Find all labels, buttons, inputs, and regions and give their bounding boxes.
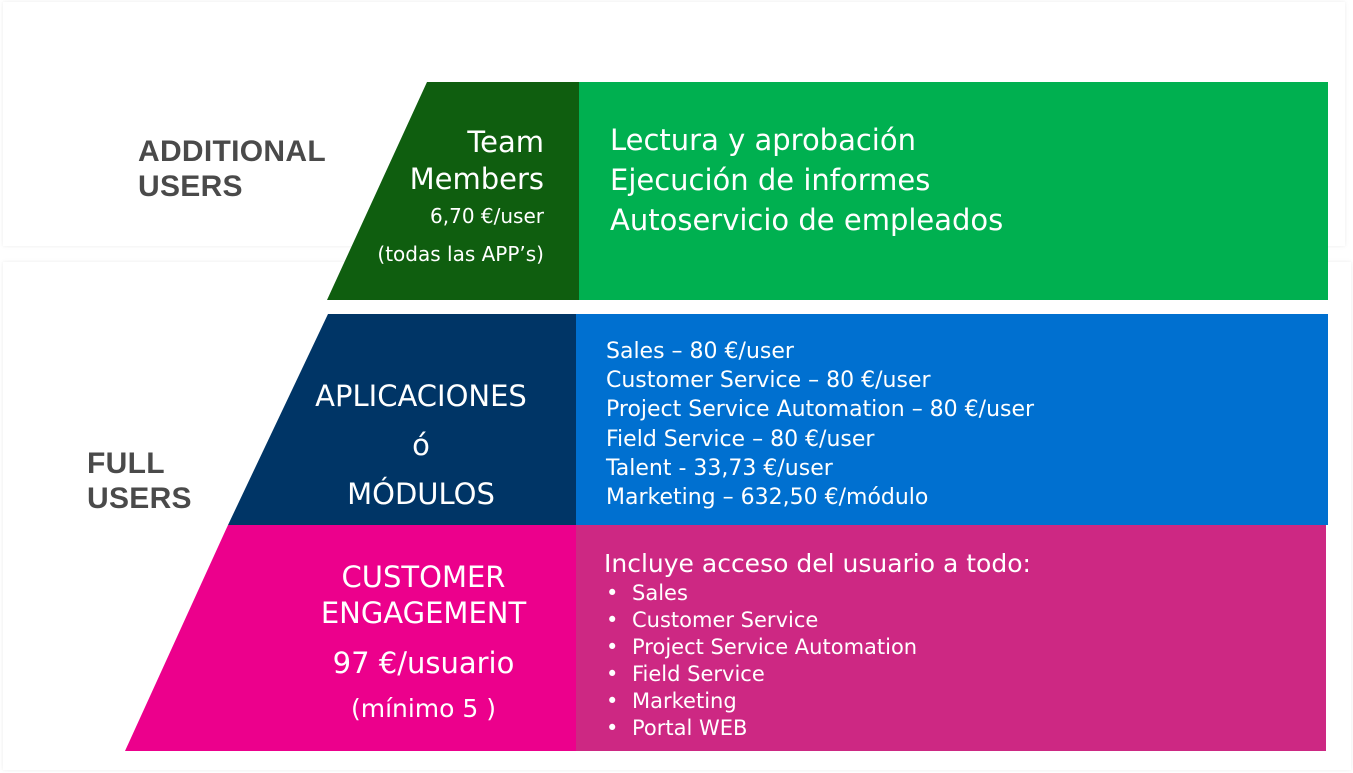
module-price-item: Sales – 80 €/user xyxy=(606,339,794,364)
apps-modules-trapezoid xyxy=(228,314,576,525)
apps-modules-title-line1: APLICACIONES xyxy=(315,379,527,413)
team-members-features: Lectura y aprobación Ejecución de inform… xyxy=(610,120,1003,240)
additional-users-label-line1: ADDITIONAL xyxy=(138,135,326,168)
team-members-title-line1: Team xyxy=(467,125,544,159)
feature-item: Autoservicio de empleados xyxy=(610,203,1004,237)
customer-engagement-intro: Incluye acceso del usuario a todo: xyxy=(604,549,1031,578)
customer-engagement-title: CUSTOMER ENGAGEMENT 97 €/usuario (mínimo… xyxy=(296,559,551,727)
included-app-label: Portal WEB xyxy=(632,716,748,740)
included-app-item: • Marketing xyxy=(604,688,1031,715)
module-price-item: Customer Service – 80 €/user xyxy=(606,368,931,394)
included-apps-list: • Sales • Customer Service • Project Servic… xyxy=(604,580,1031,742)
included-app-label: Marketing xyxy=(632,689,737,713)
bullet-icon: • xyxy=(606,581,619,605)
additional-users-label: ADDITIONAL USERS xyxy=(138,134,326,204)
bullet-icon: • xyxy=(606,689,619,713)
bullet-icon: • xyxy=(606,608,619,632)
included-app-item: • Customer Service xyxy=(604,607,1031,634)
team-members-note: (todas las APP’s) xyxy=(377,242,544,266)
team-members-trapezoid xyxy=(327,82,579,300)
included-app-label: Project Service Automation xyxy=(632,635,918,659)
apps-modules-list: Sales – 80 €/user Customer Service – 80 … xyxy=(606,337,1034,512)
full-users-label: FULL USERS xyxy=(87,446,192,516)
additional-users-label-line2: USERS xyxy=(138,170,243,203)
team-members-price: 6,70 €/user xyxy=(430,204,544,228)
bullet-icon: • xyxy=(606,716,619,740)
customer-engagement-note: (mínimo 5 ) xyxy=(350,694,497,723)
apps-modules-title-line3: MÓDULOS xyxy=(347,477,495,511)
apps-modules-title: APLICACIONES ó MÓDULOS xyxy=(296,372,546,519)
feature-item: Ejecución de informes xyxy=(610,163,931,197)
included-app-item: • Field Service xyxy=(604,661,1031,688)
full-users-label-line1: FULL xyxy=(87,447,165,480)
team-members-title: Team Members 6,70 €/user (todas las APP’… xyxy=(340,124,544,268)
included-app-label: Customer Service xyxy=(632,608,819,632)
module-price-item: Talent - 33,73 €/user xyxy=(606,455,833,481)
module-price-item: Marketing – 632,50 €/módulo xyxy=(606,485,929,511)
customer-engagement-panel xyxy=(576,525,1326,751)
apps-modules-panel xyxy=(576,314,1328,525)
customer-engagement-title-line2: ENGAGEMENT xyxy=(320,596,527,630)
customer-engagement-trapezoid xyxy=(125,525,576,751)
bullet-icon: • xyxy=(606,635,619,659)
included-app-item: • Portal WEB xyxy=(604,715,1031,742)
included-app-item: • Sales xyxy=(604,580,1031,607)
team-members-features-panel xyxy=(579,82,1328,300)
apps-modules-title-line2: ó xyxy=(412,428,430,462)
bullet-icon: • xyxy=(606,662,619,686)
module-price-item: Field Service – 80 €/user xyxy=(606,426,875,452)
customer-engagement-title-line1: CUSTOMER xyxy=(341,560,506,594)
customer-engagement-price: 97 €/usuario xyxy=(332,646,515,680)
included-app-label: Field Service xyxy=(632,662,765,686)
included-app-item: • Project Service Automation xyxy=(604,634,1031,661)
team-members-title-line2: Members xyxy=(409,162,544,196)
included-app-label: Sales xyxy=(632,581,688,605)
customer-engagement-list: Incluye acceso del usuario a todo: • Sale… xyxy=(604,547,1031,742)
feature-item: Lectura y aprobación xyxy=(610,123,916,157)
module-price-item: Project Service Automation – 80 €/user xyxy=(606,397,1035,423)
full-users-label-line2: USERS xyxy=(87,482,192,515)
